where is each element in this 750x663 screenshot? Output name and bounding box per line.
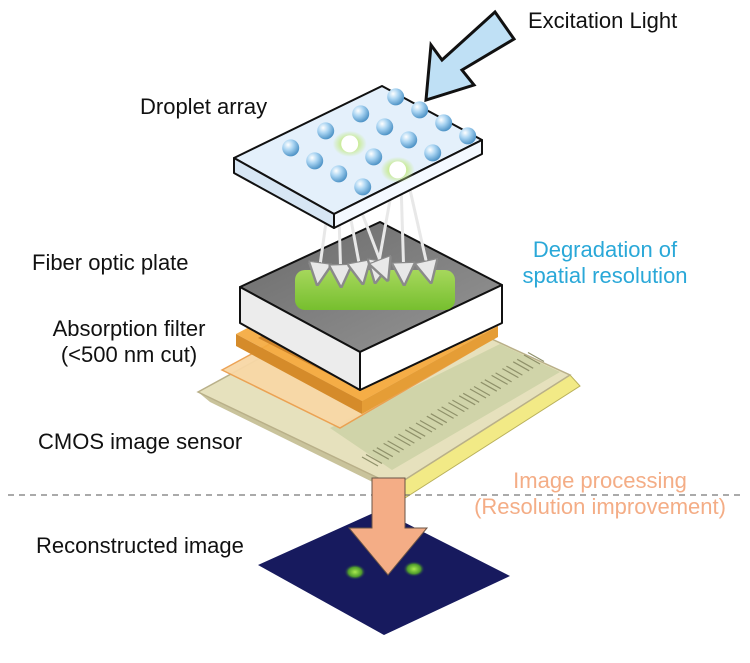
droplet: [354, 178, 372, 196]
absorption-filter-line-2: (<500 nm cut): [60, 342, 198, 367]
droplet: [459, 127, 477, 145]
droplet: [306, 152, 324, 170]
droplet: [400, 131, 418, 149]
droplet: [282, 139, 300, 157]
reconstructed-image-label: Reconstructed image: [36, 533, 244, 558]
image-processing-line-2: (Resolution improvement): [474, 494, 726, 519]
droplet: [330, 165, 348, 183]
droplet: [435, 114, 453, 132]
reconstructed-image-plane: [258, 510, 510, 635]
droplet-array-label: Droplet array: [140, 94, 268, 119]
excitation-light-label: Excitation Light: [528, 8, 678, 33]
absorption-filter-label: Absorption filter (<500 nm cut): [24, 316, 234, 368]
fluorescent-droplet: [341, 135, 359, 153]
processing-arrow: [347, 477, 429, 576]
image-processing-label: Image processing (Resolution improvement…: [452, 468, 748, 520]
droplet: [424, 144, 442, 162]
degradation-label: Degradation of spatial resolution: [505, 237, 705, 289]
excitation-arrow: [424, 9, 517, 103]
droplet: [411, 101, 429, 119]
droplet: [376, 118, 394, 136]
image-processing-line-1: Image processing: [513, 468, 687, 493]
cmos-sensor-label: CMOS image sensor: [38, 429, 243, 454]
fiber-optic-plate-label: Fiber optic plate: [32, 250, 189, 275]
degradation-line-1: Degradation of: [532, 237, 678, 262]
droplet: [352, 105, 370, 123]
droplet: [317, 122, 335, 140]
fluorescent-droplet: [389, 161, 407, 179]
sensor-pads: [361, 351, 545, 467]
absorption-filter-line-1: Absorption filter: [52, 316, 206, 341]
degradation-line-2: spatial resolution: [522, 263, 688, 288]
droplet: [365, 148, 383, 166]
droplet-grid: [282, 88, 477, 196]
droplet: [387, 88, 405, 106]
